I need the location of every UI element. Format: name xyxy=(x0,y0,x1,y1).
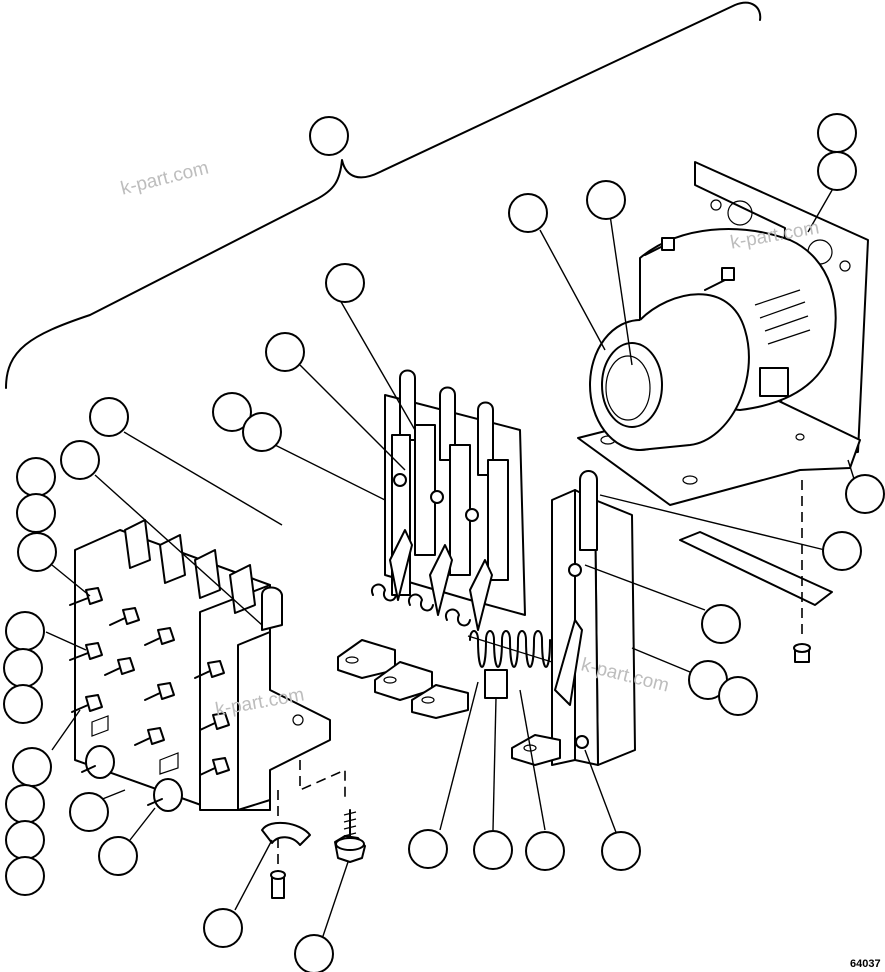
callout-balloon xyxy=(408,829,448,869)
callout-balloon xyxy=(12,747,52,787)
callout-balloon xyxy=(525,831,565,871)
callout-balloon xyxy=(265,332,305,372)
right-contact-arm xyxy=(579,470,598,551)
terminal-foot-3 xyxy=(411,684,469,719)
callout-balloon xyxy=(3,648,43,688)
callout-balloon xyxy=(473,830,513,870)
callout-balloon xyxy=(601,831,641,871)
figure-reference-number: 64037 xyxy=(850,958,881,970)
callout-balloon xyxy=(3,684,43,724)
callout-balloon xyxy=(5,611,45,651)
shim-plate xyxy=(679,531,833,606)
callout-balloon xyxy=(98,836,138,876)
right-contactor xyxy=(511,470,636,766)
hardware-centerlines xyxy=(277,760,346,880)
hex-bolt xyxy=(334,809,366,863)
callout-balloon xyxy=(845,474,885,514)
callout-balloon xyxy=(718,676,758,716)
callout-balloon xyxy=(586,180,626,220)
spring-block xyxy=(484,669,508,699)
contactor-group xyxy=(337,369,526,719)
cable-clip xyxy=(261,821,311,846)
callout-balloon xyxy=(16,493,56,533)
callout-balloon xyxy=(5,784,45,824)
motor-shaft-hub xyxy=(601,342,663,428)
assembly-brace xyxy=(5,1,762,389)
contact-arm-1 xyxy=(399,369,416,441)
callout-balloon xyxy=(5,820,45,860)
mounting-bracket xyxy=(237,631,331,811)
callout-balloon xyxy=(701,604,741,644)
callout-balloon xyxy=(17,532,57,572)
callout-balloon xyxy=(69,792,109,832)
callout-balloon xyxy=(508,193,548,233)
motor-assembly xyxy=(577,161,869,506)
callout-balloon xyxy=(203,908,243,948)
callout-balloon xyxy=(309,116,349,156)
callout-balloon xyxy=(822,531,862,571)
callout-balloons xyxy=(3,113,885,972)
terminal-block xyxy=(69,519,331,812)
callout-balloon xyxy=(89,397,129,437)
leader-lines xyxy=(45,184,856,946)
callout-balloon xyxy=(294,934,334,972)
callout-balloon xyxy=(242,412,282,452)
callout-balloon xyxy=(16,457,56,497)
callout-balloon xyxy=(5,856,45,896)
callout-balloon xyxy=(212,392,252,432)
callout-balloon xyxy=(817,151,857,191)
callout-balloon xyxy=(817,113,857,153)
coil-spring xyxy=(467,630,553,668)
callout-balloon xyxy=(325,263,365,303)
callout-balloon xyxy=(60,440,100,480)
